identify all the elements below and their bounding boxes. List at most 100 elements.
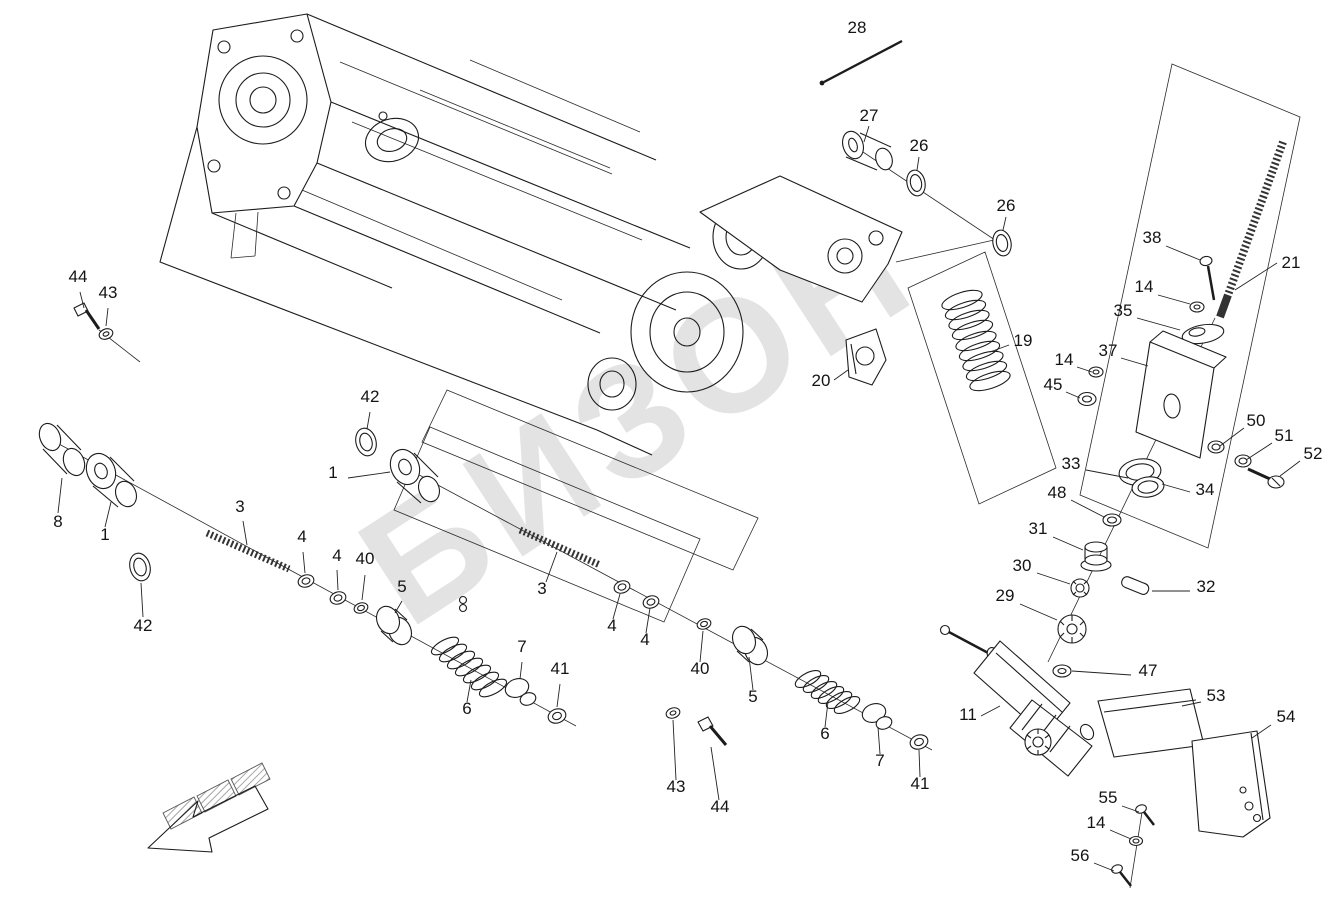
- callout-labels: 28 27 26 26 21 38 14 35 37 14 45 19 20 5…: [53, 18, 1322, 865]
- part-bolt-44-a: [73, 302, 101, 330]
- callout-1-b: 1: [328, 463, 337, 482]
- callout-33: 33: [1062, 454, 1081, 473]
- part-nut-41-a: [547, 708, 567, 724]
- part-nut-4-d: [642, 595, 660, 609]
- callout-54: 54: [1277, 707, 1296, 726]
- callout-19: 19: [1014, 331, 1033, 350]
- part-spring-6-b: [794, 670, 861, 714]
- callout-26-a: 26: [910, 136, 929, 155]
- part-pin-32: [1121, 576, 1150, 595]
- part-bushing-8: [38, 422, 86, 477]
- part-washer-40-a: [353, 602, 369, 614]
- part-cover-53: [1097, 688, 1205, 758]
- callout-7-a: 7: [517, 637, 526, 656]
- part-nut-41-b: [909, 734, 929, 750]
- callout-35: 35: [1114, 301, 1133, 320]
- part-star-wheel-29: [1057, 614, 1087, 644]
- part-nut-4-b: [329, 591, 347, 605]
- part-coupling-30: [1070, 578, 1090, 598]
- part-bracket-37: [1135, 330, 1227, 459]
- arrow-outline-icon: [147, 785, 269, 853]
- callout-14-c: 14: [1087, 813, 1106, 832]
- callout-28: 28: [848, 18, 867, 37]
- part-ring-42-b: [355, 427, 377, 457]
- callout-42-b: 42: [361, 387, 380, 406]
- part-bolt-52: [1247, 467, 1285, 489]
- part-cup-7-a: [504, 678, 537, 706]
- callout-44-b: 44: [711, 797, 730, 816]
- part-spring-6-a: [430, 636, 508, 698]
- callout-5-b: 5: [748, 687, 757, 706]
- part-bolt-38: [1199, 255, 1216, 301]
- part-washer-50: [1207, 440, 1225, 454]
- callout-37: 37: [1099, 341, 1118, 360]
- part-needle-28: [819, 39, 903, 86]
- callout-11: 11: [959, 705, 977, 724]
- callout-34: 34: [1196, 480, 1215, 499]
- part-threaded-rod-3-a: [205, 529, 291, 573]
- callout-29: 29: [996, 586, 1015, 605]
- callout-40-b: 40: [691, 659, 710, 678]
- part-ring-26-a: [906, 169, 926, 197]
- callout-5-a: 5: [397, 577, 406, 596]
- callout-31: 31: [1029, 519, 1048, 538]
- part-clamp-20: [845, 328, 887, 386]
- callout-30: 30: [1013, 556, 1032, 575]
- part-washer-40-b: [696, 618, 712, 630]
- callout-6-a: 6: [462, 699, 471, 718]
- callout-14-b: 14: [1055, 350, 1074, 369]
- callout-40-a: 40: [356, 549, 375, 568]
- callout-56: 56: [1071, 846, 1090, 865]
- part-bushing-1-a: [85, 452, 138, 508]
- callout-38: 38: [1143, 228, 1162, 247]
- callout-43-b: 43: [667, 777, 686, 796]
- callout-52: 52: [1304, 444, 1323, 463]
- machine-housing: [159, 13, 903, 456]
- part-bushing-27: [842, 130, 893, 171]
- part-cup-7-b: [861, 703, 893, 730]
- part-ring-26-b: [992, 229, 1012, 257]
- callout-4-b: 4: [332, 546, 341, 565]
- callout-8: 8: [53, 512, 62, 531]
- callout-32: 32: [1197, 577, 1216, 596]
- callout-14-a: 14: [1135, 277, 1154, 296]
- callout-3-b: 3: [537, 579, 546, 598]
- part-washer-51: [1234, 454, 1252, 468]
- part-threaded-rod-3-b: [518, 526, 602, 569]
- part-spacer-5-b: [731, 625, 769, 666]
- callout-42-a: 42: [134, 616, 153, 635]
- part-nut-4-c: [613, 580, 631, 594]
- callout-4-d: 4: [640, 630, 649, 649]
- leader-lines: [57, 125, 1301, 872]
- part-threaded-rod-21: [1216, 140, 1287, 319]
- part-ring-42-a: [129, 552, 151, 582]
- callout-48: 48: [1048, 483, 1067, 502]
- callout-45: 45: [1044, 375, 1063, 394]
- part-spring-19: [941, 289, 1011, 392]
- callout-55: 55: [1099, 788, 1118, 807]
- callout-41-b: 41: [911, 774, 930, 793]
- part-screw-56: [1111, 864, 1132, 887]
- part-fitting-31: [1080, 541, 1112, 572]
- direction-arrow: [147, 762, 271, 853]
- part-nut-45: [1077, 391, 1097, 407]
- callout-3-a: 3: [235, 497, 244, 516]
- part-plate-35: [1181, 323, 1225, 345]
- callout-43-a: 43: [99, 283, 118, 302]
- callout-51: 51: [1275, 426, 1294, 445]
- part-spacer-5-a: [375, 595, 468, 646]
- part-washer-14-c: [1128, 835, 1144, 847]
- callout-53: 53: [1207, 686, 1226, 705]
- callout-21: 21: [1282, 253, 1301, 272]
- callout-41-a: 41: [551, 659, 570, 678]
- callout-1-a: 1: [100, 525, 109, 544]
- part-bracket-54: [1191, 730, 1271, 838]
- part-washer-43-a: [98, 328, 114, 340]
- part-ring-33: [1131, 476, 1165, 498]
- part-screw-55: [1135, 804, 1155, 826]
- part-nut-4-a: [297, 574, 315, 588]
- callout-4-c: 4: [607, 616, 616, 635]
- part-washer-43-b: [665, 707, 681, 719]
- part-washer-48: [1102, 513, 1122, 527]
